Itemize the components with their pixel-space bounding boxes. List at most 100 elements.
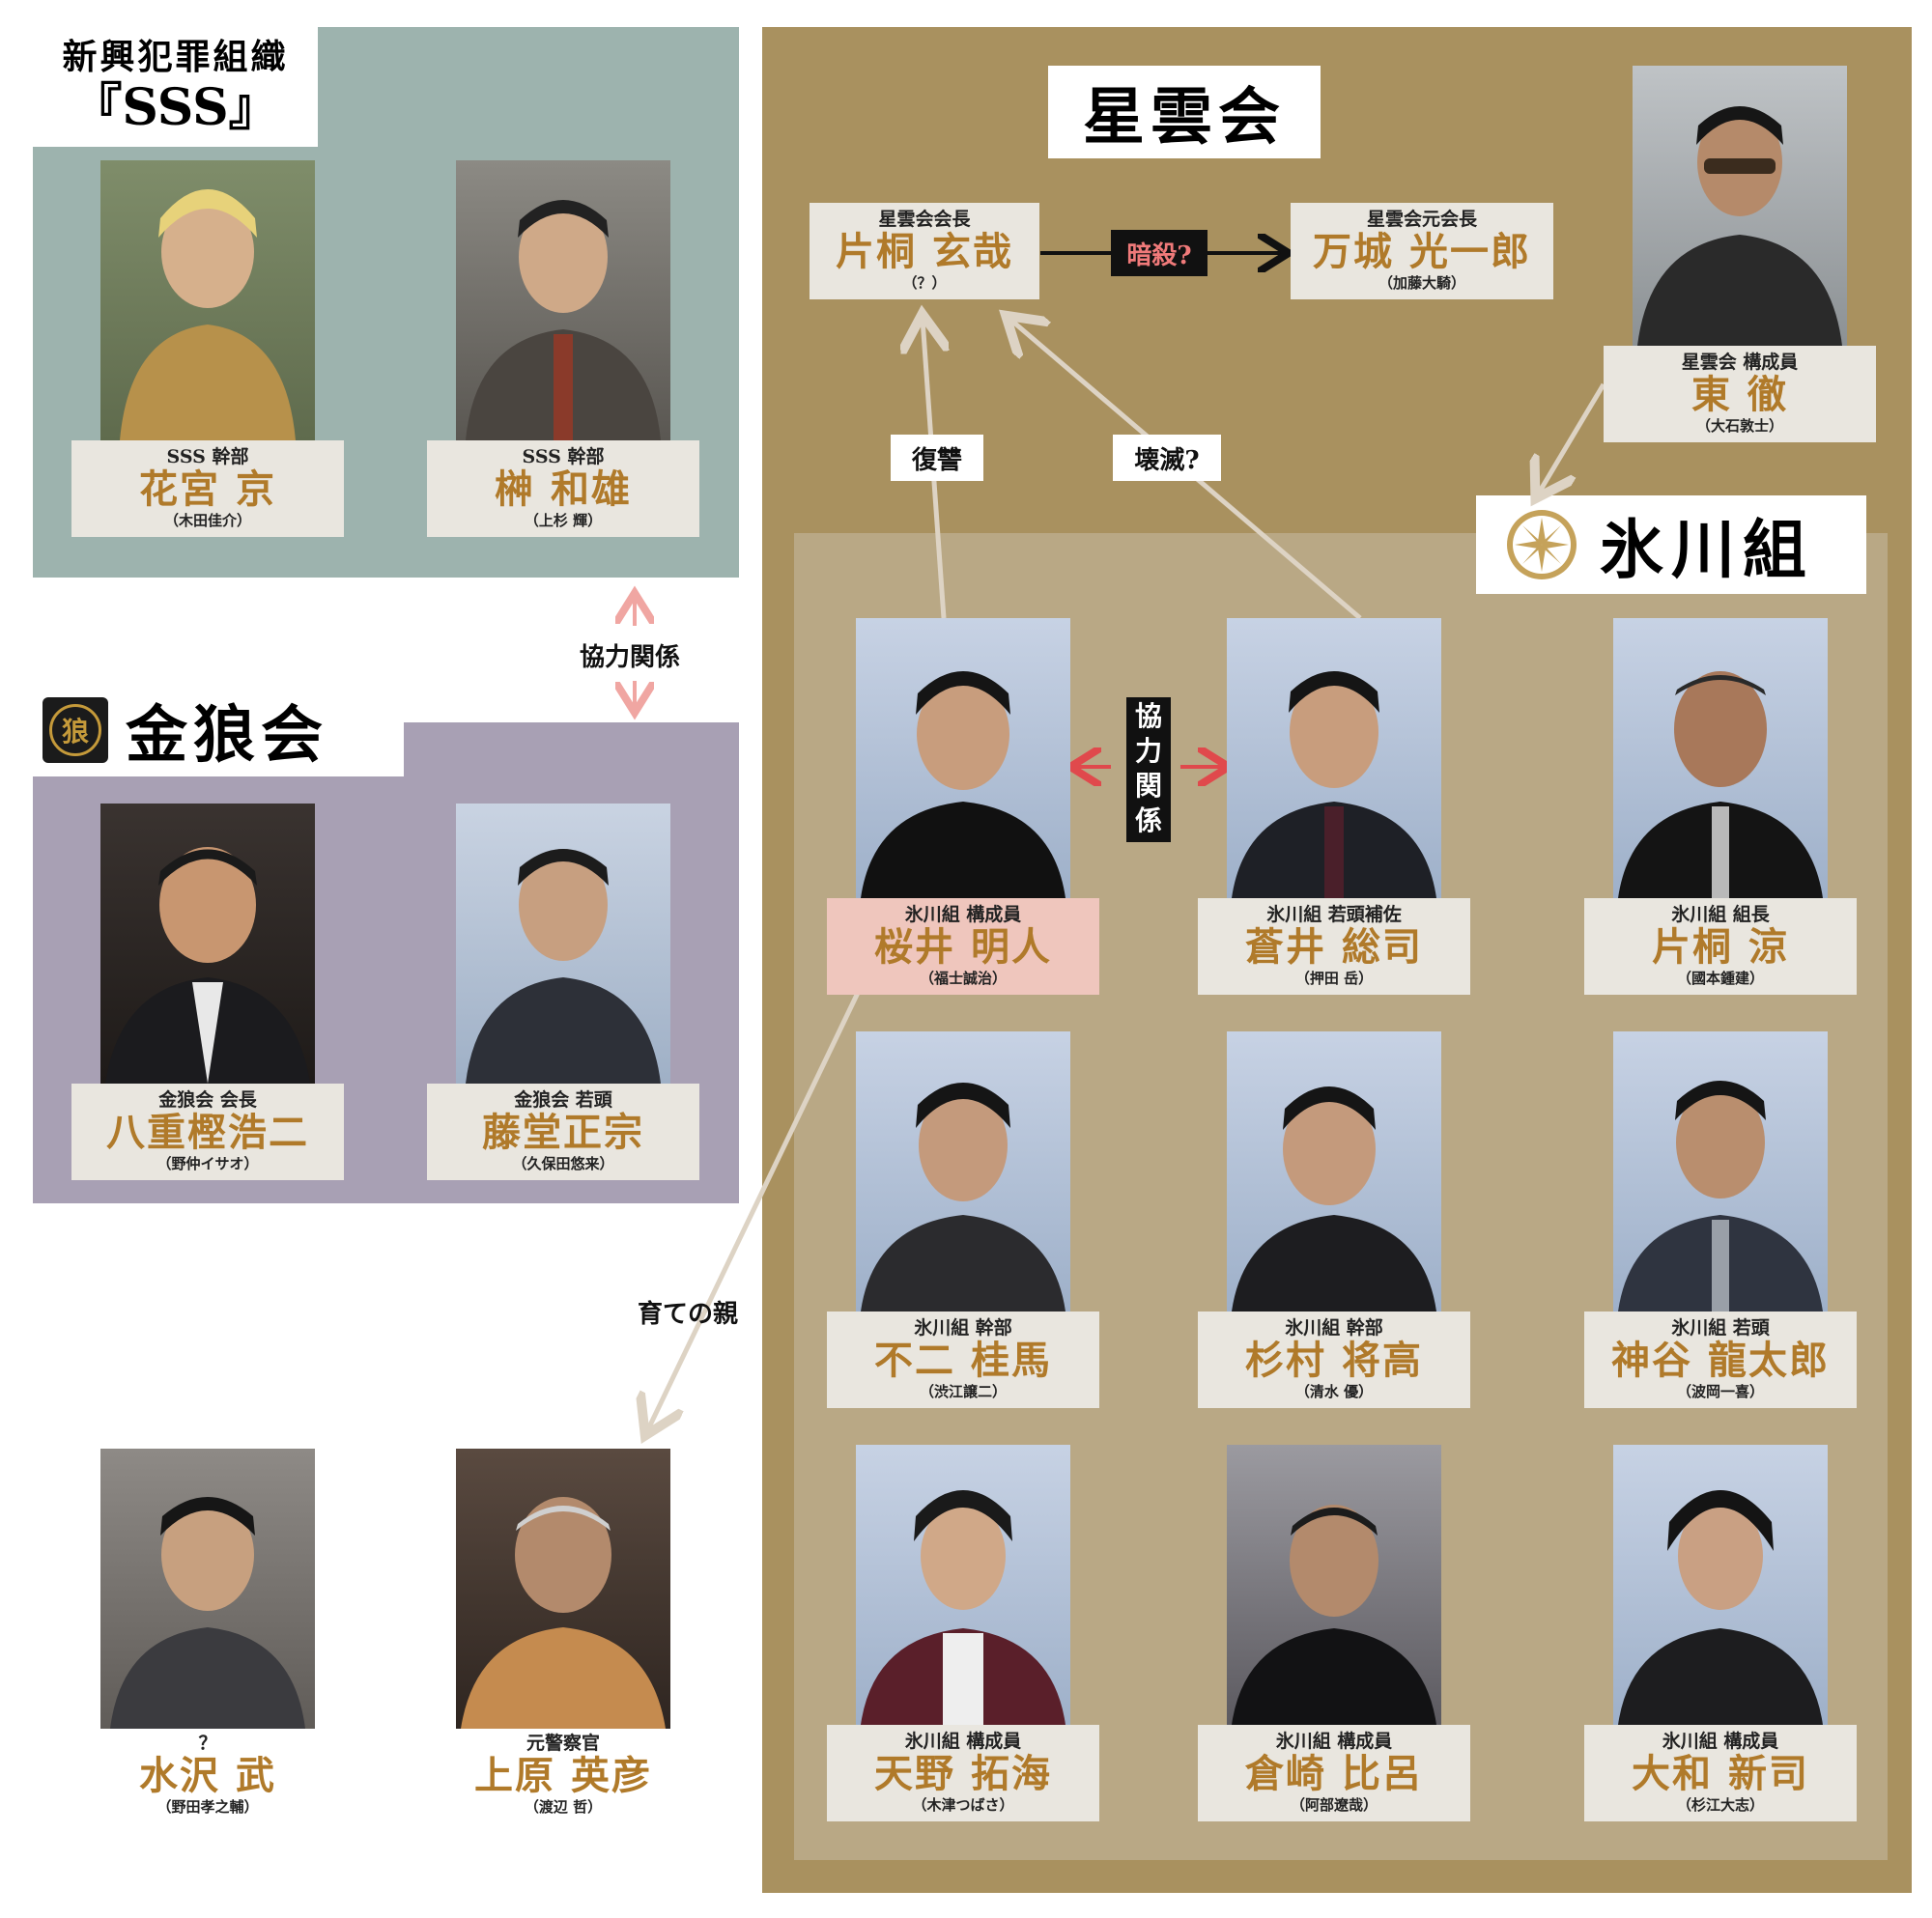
aoi-card: 氷川組 若頭補佐 蒼井 総司 （押田 岳） [1198,898,1470,995]
role: 氷川組 若頭 [1671,1317,1770,1339]
character-name: 不二 桂馬 [874,1338,1052,1383]
katagiri-ryo-photo [1613,618,1828,898]
amano-card: 氷川組 構成員 天野 拓海 （木津つばさ） [827,1725,1099,1821]
kamiya-photo [1613,1031,1828,1312]
actor-name: （國本鍾建） [1676,970,1764,987]
character-name: 倉崎 比呂 [1245,1751,1423,1796]
character-name: 天野 拓海 [874,1751,1052,1796]
azuma-photo [1633,66,1847,346]
character-name: 水沢 武 [139,1753,276,1798]
hikawa-crest-icon [1505,508,1578,581]
role: 元警察官 [526,1733,600,1754]
role: 氷川組 構成員 [1275,1731,1393,1752]
character-name: 大和 新司 [1632,1751,1809,1796]
katagiri-ryo-card: 氷川組 組長 片桐 涼 （國本鍾建） [1584,898,1857,995]
actor-name: （野仲イサオ） [156,1155,259,1172]
character-name: 桜井 明人 [874,924,1052,970]
kinro-title: 金狼会 [126,699,328,772]
yamato-photo [1613,1445,1828,1725]
character-name: 片桐 涼 [1652,924,1789,970]
sugimura-card: 氷川組 幹部 杉村 将高 （清水 優） [1198,1312,1470,1408]
sakurai-card: 氷川組 構成員 桜井 明人 （福士誠治） [827,898,1099,995]
role: 氷川組 構成員 [904,1731,1022,1752]
role: 金狼会 会長 [158,1089,257,1111]
role: 金狼会 若頭 [514,1089,612,1111]
actor-name: （大石敦士） [1695,417,1783,435]
actor-name: （杉江大志） [1676,1796,1764,1814]
sss-title-box: 新興犯罪組織 『SSS』 [33,27,318,147]
role: 氷川組 組長 [1671,904,1770,925]
character-name: 万城 光一郎 [1313,229,1531,274]
uehara-card: 元警察官 上原 英彦 （渡辺 哲） [427,1733,699,1829]
destruction-tag: 壊滅? [1113,435,1221,481]
sss-title-line2: 『SSS』 [71,78,279,137]
actor-name: （阿部遼哉） [1290,1796,1378,1814]
todo-photo [456,804,670,1084]
role: ？ [198,1733,217,1754]
role: 氷川組 幹部 [1285,1317,1383,1339]
character-name: 東 徹 [1691,372,1788,417]
amano-photo [856,1445,1070,1725]
cooperation-members-tag: 協 力 関 係 [1126,697,1171,842]
actor-name: （木田佳介） [163,512,251,529]
sugimura-photo [1227,1031,1441,1312]
hanamiya-card: SSS 幹部 花宮 京 （木田佳介） [71,440,344,537]
actor-name: （野田孝之輔） [156,1798,259,1816]
fuji-photo [856,1031,1070,1312]
sakurai-photo [856,618,1070,898]
sakaki-card: SSS 幹部 榊 和雄 （上杉 輝） [427,440,699,537]
role: SSS 幹部 [522,446,605,467]
character-name: 榊 和雄 [495,466,632,512]
seiun-title: 星雲会 [1083,81,1286,154]
seiun-title-box: 星雲会 [1048,66,1321,158]
hikawa-title: 氷川組 [1600,512,1814,587]
mizusawa-photo [100,1449,315,1729]
character-name: 藤堂正宗 [482,1110,644,1155]
kurasaki-photo [1227,1445,1441,1725]
azuma-card: 星雲会 構成員 東 徹 （大石敦士） [1604,346,1876,442]
kamiya-card: 氷川組 若頭 神谷 龍太郎 （波岡一喜） [1584,1312,1857,1408]
sakaki-photo [456,160,670,440]
kurasaki-card: 氷川組 構成員 倉崎 比呂 （阿部遼哉） [1198,1725,1470,1821]
actor-name: （押田 岳） [1294,970,1374,987]
kinro-title-box: 狼 金狼会 [33,684,404,776]
actor-name: （渋江譲二） [919,1383,1007,1400]
character-name: 上原 英彦 [474,1753,652,1798]
role: 星雲会元会長 [1366,209,1477,230]
aoi-photo [1227,618,1441,898]
role: 氷川組 幹部 [914,1317,1012,1339]
sss-title-line1: 新興犯罪組織 [62,37,289,77]
fuji-card: 氷川組 幹部 不二 桂馬 （渋江譲二） [827,1312,1099,1408]
kinro-emblem-icon: 狼 [43,697,108,763]
actor-name: （久保田悠来） [512,1155,614,1172]
katagiri-gen-card: 星雲会会長 片桐 玄哉 （？） [810,203,1039,299]
assassination-tag: 暗殺? [1111,230,1208,276]
actor-name: （清水 優） [1294,1383,1374,1400]
actor-name: （加藤大騎） [1378,274,1465,292]
character-name: 片桐 玄哉 [836,229,1013,274]
actor-name: （渡辺 哲） [524,1798,603,1816]
role: 氷川組 構成員 [1662,1731,1779,1752]
actor-name: （波岡一喜） [1676,1383,1764,1400]
cooperation-groups-label: 協力関係 [580,643,681,672]
character-name: 花宮 京 [139,466,276,512]
hanamiya-photo [100,160,315,440]
hikawa-title-box: 氷川組 [1476,495,1866,594]
todo-card: 金狼会 若頭 藤堂正宗 （久保田悠来） [427,1084,699,1180]
yaegashi-card: 金狼会 会長 八重樫浩二 （野仲イサオ） [71,1084,344,1180]
uehara-photo [456,1449,670,1729]
yaegashi-photo [100,804,315,1084]
mizusawa-card: ？ 水沢 武 （野田孝之輔） [71,1733,344,1829]
foster-parent-label: 育ての親 [638,1300,739,1329]
character-name: 蒼井 総司 [1245,924,1423,970]
actor-name: （木津つばさ） [912,1796,1014,1814]
actor-name: （？） [902,274,947,292]
yamato-card: 氷川組 構成員 大和 新司 （杉江大志） [1584,1725,1857,1821]
role: 氷川組 若頭補佐 [1266,904,1402,925]
character-name: 杉村 将高 [1245,1338,1423,1383]
revenge-tag: 復讐 [891,435,983,481]
role: 星雲会 構成員 [1681,352,1799,373]
manjo-card: 星雲会元会長 万城 光一郎 （加藤大騎） [1291,203,1553,299]
character-name: 八重樫浩二 [106,1110,309,1155]
role: 星雲会会長 [878,209,971,230]
